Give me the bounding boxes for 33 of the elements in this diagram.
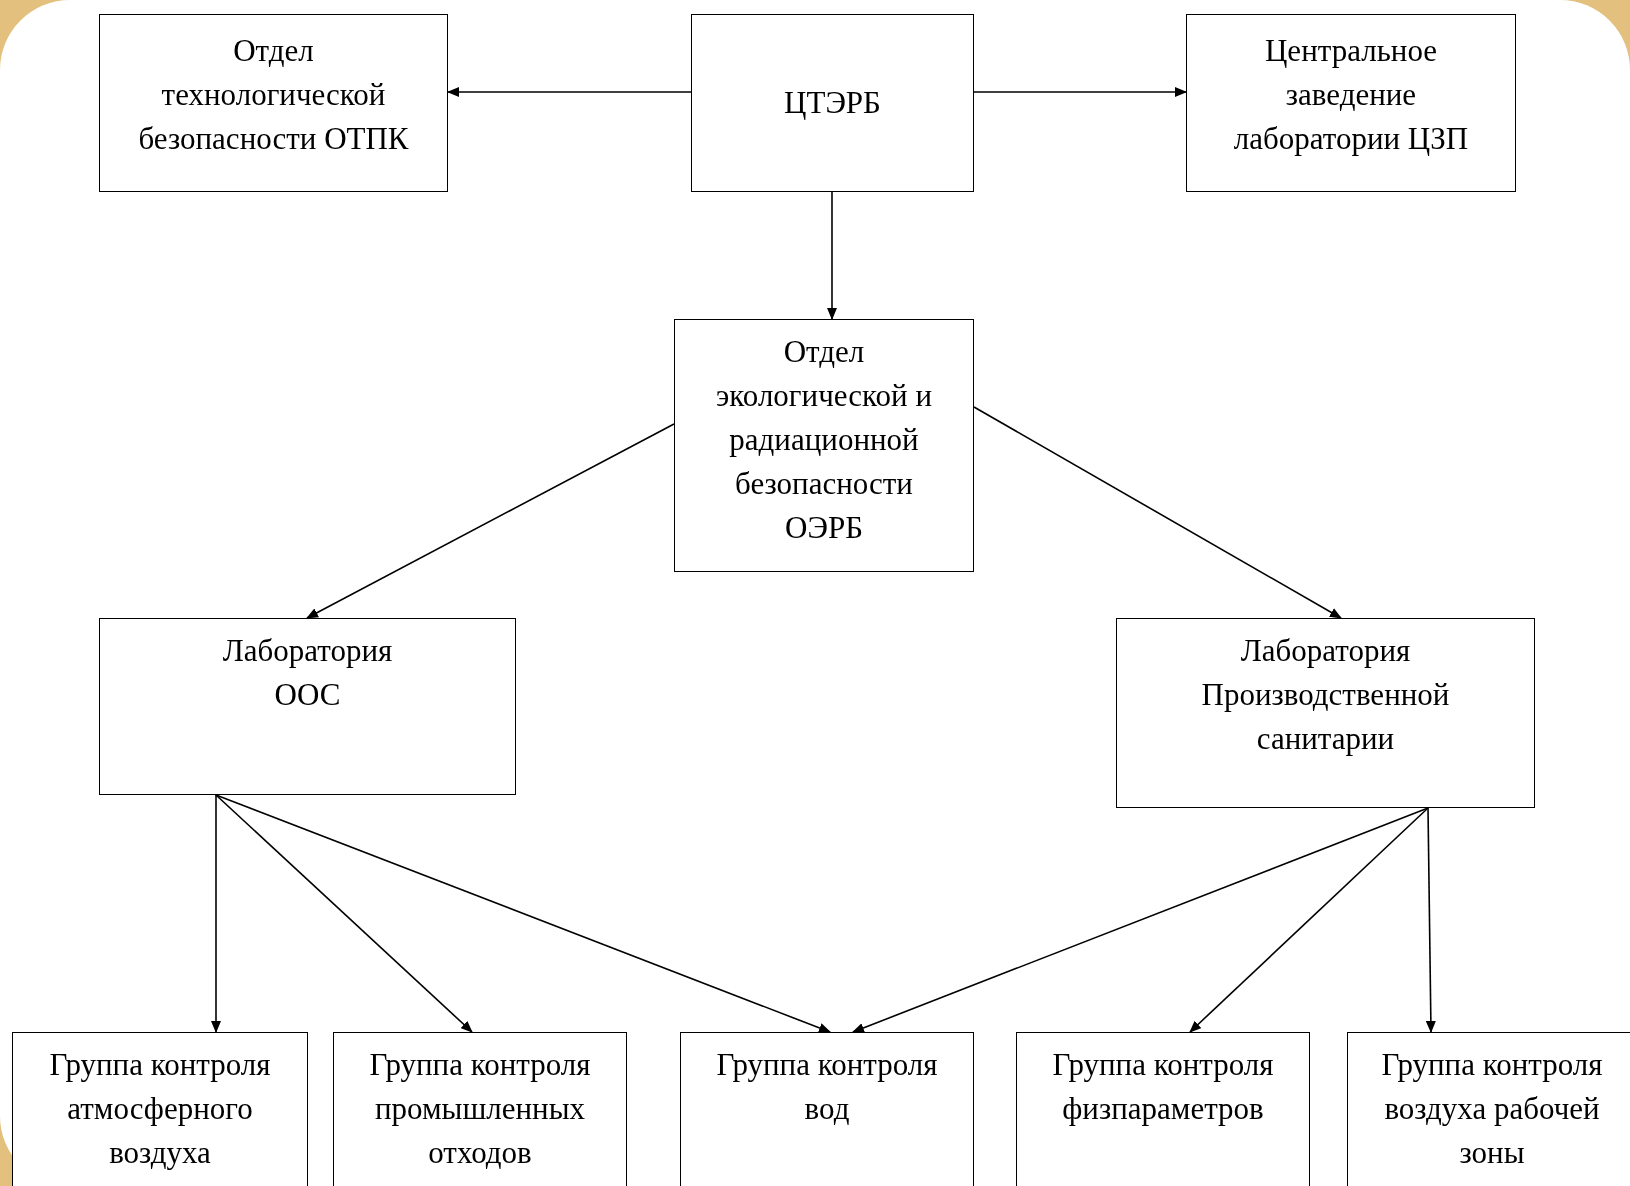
process-box [12,1032,308,1186]
arrow [215,794,473,1033]
arrow [973,406,1342,619]
process-box [1116,618,1535,808]
box-label: Группа контроля физпараметров [1051,1046,1275,1128]
process-box [1016,1032,1310,1186]
box-label: Группа контроля вод [715,1046,939,1128]
process-box [1347,1032,1630,1186]
process-box [691,14,974,192]
box-label: Отдел технологической безопасности ОТПК [137,32,410,159]
process-box [333,1032,627,1186]
arrow [1425,807,1436,1033]
arrow [447,87,692,97]
arrow [306,423,675,619]
box-label: Группа контроля воздуха рабочей зоны [1380,1046,1604,1173]
box-label: Группа контроля промышленных отходов [368,1046,592,1173]
arrow [1189,807,1429,1033]
arrow [215,794,831,1033]
process-box [1186,14,1516,192]
process-box [680,1032,974,1186]
arrow [852,807,1429,1033]
arrow [827,191,837,320]
arrow [211,794,221,1033]
box-label: Лаборатория ООС [221,632,394,714]
box-label: Центральное заведение лаборатории ЦЗП [1232,32,1470,159]
process-box [99,14,448,192]
process-box [99,618,516,795]
box-label: Лаборатория Производственной санитарии [1200,632,1451,759]
box-label: Отдел экологической и радиационной безопасности ОЭРБ [715,333,933,548]
arrow [973,87,1187,97]
box-label: ЦТЭРБ [783,84,882,122]
box-label: Группа контроля атмосферного воздуха [48,1046,272,1173]
process-box [674,319,974,572]
